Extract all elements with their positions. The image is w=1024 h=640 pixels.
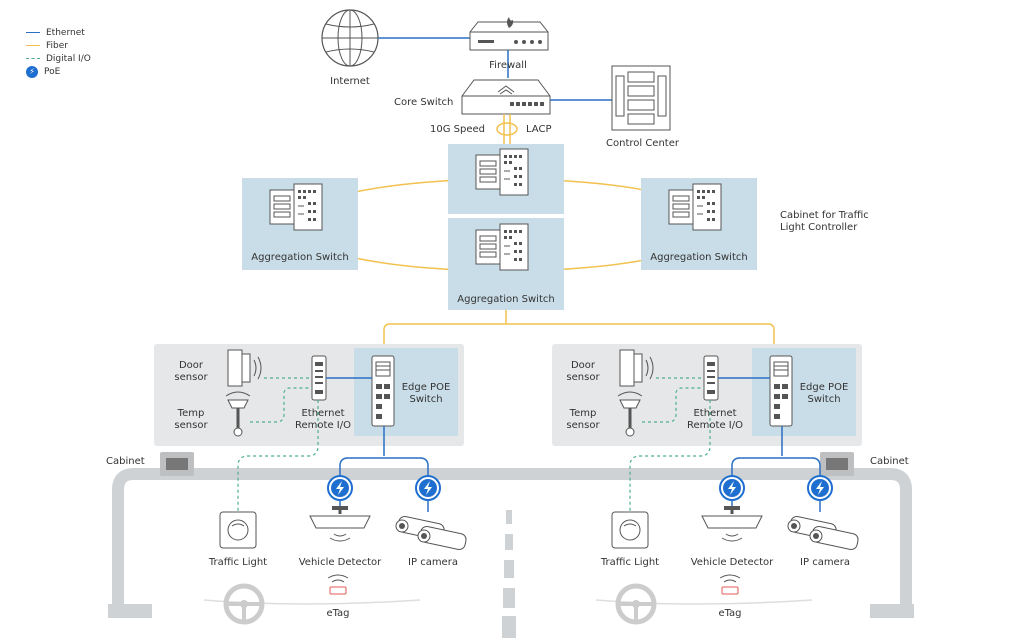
right-door-sensor-label: Door sensor [566, 360, 600, 383]
legend-fiber: Fiber [26, 39, 91, 52]
right-edge-switch-label: Edge POE Switch [799, 382, 849, 405]
legend-poe: ⚡ PoE [26, 65, 91, 78]
firewall-icon [469, 17, 549, 51]
legend-ethernet: Ethernet [26, 26, 91, 39]
legend-fiber-label: Fiber [46, 40, 68, 51]
right-vehicle-detector-label: Vehicle Detector [690, 557, 774, 568]
left-temp-sensor-label: Temp sensor [174, 408, 208, 431]
left-vehicle-detector-label: Vehicle Detector [298, 557, 382, 568]
cabinet-traffic-note: Cabinet for Traffic Light Controller [780, 210, 869, 233]
right-temp-sensor-label: Temp sensor [566, 408, 600, 431]
left-traffic-light-label: Traffic Light [208, 557, 268, 568]
fiber-swatch [26, 45, 40, 46]
speed-label: 10G Speed [430, 124, 485, 135]
lacp-link [496, 114, 518, 144]
legend-digital-io: Digital I/O [26, 52, 91, 65]
core-switch-icon [461, 79, 551, 115]
right-traffic-light-label: Traffic Light [600, 557, 660, 568]
left-remote-io-label: Ethernet Remote I/O [295, 408, 351, 431]
right-etag-label: eTag [718, 608, 742, 619]
aggregation-switch-right [641, 178, 757, 270]
etag-icon [327, 574, 349, 595]
left-edge-switch-label: Edge POE Switch [401, 382, 451, 405]
legend-ethernet-label: Ethernet [46, 27, 85, 38]
firewall-label: Firewall [489, 60, 527, 71]
digital-io-swatch [26, 58, 40, 59]
aggregation-switch-right-label: Aggregation Switch [650, 252, 748, 263]
legend-digital-io-label: Digital I/O [46, 53, 91, 64]
left-cabinet-label: Cabinet [106, 456, 145, 467]
legend: Ethernet Fiber Digital I/O ⚡ PoE [26, 26, 91, 78]
aggregation-switch-top [448, 144, 564, 214]
aggregation-switch-bottom-label: Aggregation Switch [457, 294, 555, 305]
traffic-light-icon [219, 511, 257, 549]
left-pole-base [108, 604, 152, 618]
right-cabinet-group [552, 344, 862, 622]
aggregation-switch-left [242, 178, 358, 270]
lacp-label: LACP [526, 124, 552, 135]
left-etag-label: eTag [326, 608, 350, 619]
poe-icon: ⚡ [26, 65, 38, 78]
vehicle-detector-icon [308, 504, 372, 543]
internet-label: Internet [330, 76, 370, 87]
left-door-sensor-label: Door sensor [174, 360, 208, 383]
right-cabinet-label: Cabinet [870, 456, 909, 467]
lane-divider [502, 510, 516, 638]
left-cabinet-group [154, 344, 468, 622]
control-center-icon [611, 65, 671, 131]
right-remote-io-label: Ethernet Remote I/O [687, 408, 743, 431]
left-ip-camera-label: IP camera [408, 557, 458, 568]
aggregation-switch-left-label: Aggregation Switch [251, 252, 349, 263]
globe-icon [321, 9, 379, 67]
ip-camera-icon [395, 514, 468, 552]
car-icon [226, 586, 262, 622]
legend-poe-label: PoE [44, 66, 61, 77]
right-ip-camera-label: IP camera [800, 557, 850, 568]
control-center-label: Control Center [606, 138, 679, 149]
aggregation-switch-bottom [448, 218, 564, 310]
core-switch-label: Core Switch [394, 97, 454, 108]
ethernet-swatch [26, 32, 40, 33]
right-pole-base [870, 604, 914, 618]
fiber-branch [383, 310, 775, 348]
